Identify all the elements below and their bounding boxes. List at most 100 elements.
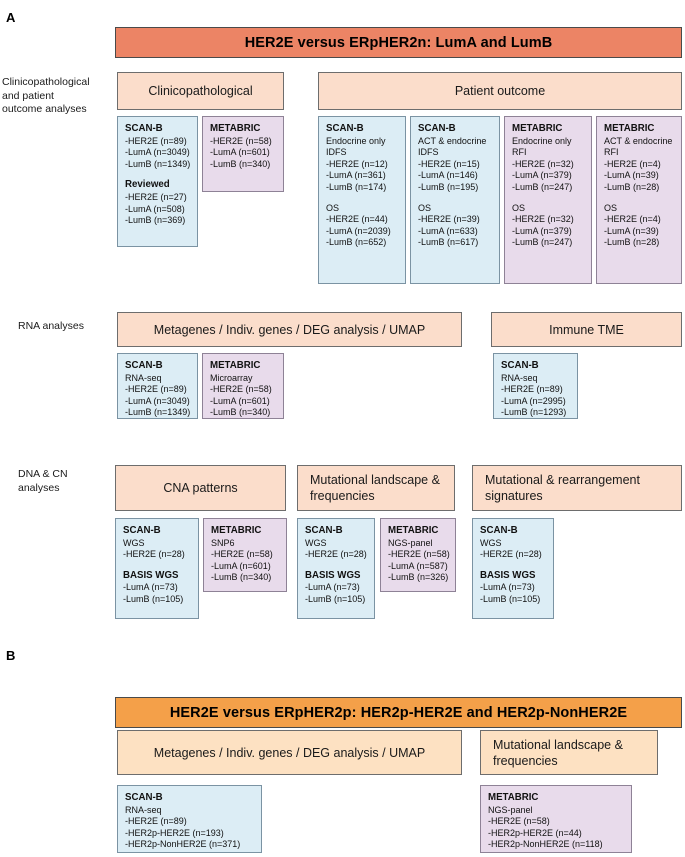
cohort-line: -LumB (n=1349) [125, 407, 191, 418]
cohort-header: SCAN-B [418, 123, 456, 134]
spacer [512, 194, 585, 203]
cohort-header: METABRIC [488, 792, 539, 803]
cohort-line: Microarray [210, 372, 253, 383]
cohort-header: METABRIC [512, 123, 563, 134]
cohort-line: RFI [512, 147, 527, 158]
cohort-box-b-metabric: METABRIC NGS-panel -HER2E (n=58) -HER2p-… [480, 785, 632, 853]
cohort-line: RNA-seq [125, 804, 162, 815]
cohort-line: -LumB (n=105) [123, 593, 184, 604]
cohort-line: -HER2E (n=28) [305, 549, 367, 560]
cohort-box-scanb-mutational: SCAN-B WGS -HER2E (n=28) BASIS WGS -LumA… [297, 518, 375, 619]
category-b-metagenes-deg-umap: Metagenes / Indiv. genes / DEG analysis … [117, 730, 462, 775]
cohort-line: -HER2E (n=58) [210, 135, 272, 146]
cohort-subheader: BASIS WGS [305, 569, 361, 581]
spacer [418, 194, 493, 203]
cohort-line: -LumA (n=3049) [125, 147, 190, 158]
cohort-header: METABRIC [604, 123, 655, 134]
cohort-line: -LumB (n=340) [210, 158, 271, 169]
cohort-line: -LumB (n=247) [512, 181, 573, 192]
cohort-line: -HER2E (n=89) [125, 135, 187, 146]
cohort-box-scanb-immune-tme: SCAN-B RNA-seq -HER2E (n=89) -LumA (n=29… [493, 353, 578, 419]
cohort-line: -LumA (n=508) [125, 203, 185, 214]
cohort-line: -LumB (n=326) [388, 572, 449, 583]
cohort-box-b-scanb: SCAN-B RNA-seq -HER2E (n=89) -HER2p-HER2… [117, 785, 262, 853]
cohort-box-metabric-clinicopathological: METABRIC -HER2E (n=58) -LumA (n=601) -Lu… [202, 116, 284, 192]
cohort-header: SCAN-B [480, 525, 518, 536]
cohort-box-metabric-act-endocrine: METABRIC ACT & endocrine RFI -HER2E (n=4… [596, 116, 682, 284]
cohort-subheader: BASIS WGS [480, 569, 536, 581]
cohort-box-scanb-signatures: SCAN-B WGS -HER2E (n=28) BASIS WGS -LumA… [472, 518, 554, 619]
cohort-line: -LumA (n=3049) [125, 395, 190, 406]
cohort-line: -HER2p-NonHER2E (n=118) [488, 839, 603, 850]
cohort-line: -LumB (n=174) [326, 181, 387, 192]
cohort-line: -LumB (n=28) [604, 181, 660, 192]
category-immune-tme: Immune TME [491, 312, 682, 347]
cohort-box-metabric-cna: METABRIC SNP6 -HER2E (n=58) -LumA (n=601… [203, 518, 287, 592]
row-label-dna-cn-analyses: DNA & CN analyses [18, 468, 68, 494]
cohort-line: NGS-panel [388, 537, 433, 548]
cohort-line: -LumB (n=28) [604, 237, 660, 248]
cohort-line: -LumA (n=601) [211, 560, 271, 571]
cohort-line: -HER2E (n=15) [418, 158, 480, 169]
cohort-line: -LumB (n=1349) [125, 158, 191, 169]
cohort-line: -LumA (n=633) [418, 225, 478, 236]
cohort-line: -HER2E (n=89) [125, 816, 187, 827]
cohort-box-scanb-act-endocrine: SCAN-B ACT & endocrine IDFS -HER2E (n=15… [410, 116, 500, 284]
cohort-subheader: BASIS WGS [123, 569, 179, 581]
cohort-header: SCAN-B [305, 525, 343, 536]
cohort-header: SCAN-B [125, 792, 163, 803]
cohort-line: -LumA (n=73) [305, 582, 360, 593]
cohort-header: METABRIC [210, 360, 261, 371]
panel-b-letter: B [6, 648, 16, 663]
cohort-box-scanb-rna: SCAN-B RNA-seq -HER2E (n=89) -LumA (n=30… [117, 353, 198, 419]
cohort-line: -LumA (n=379) [512, 225, 572, 236]
spacer [125, 170, 191, 179]
cohort-box-scanb-cna: SCAN-B WGS -HER2E (n=28) BASIS WGS -LumA… [115, 518, 199, 619]
cohort-line: -LumA (n=73) [480, 582, 535, 593]
cohort-line: -HER2p-HER2E (n=44) [488, 827, 582, 838]
cohort-header: METABRIC [388, 525, 439, 536]
cohort-line: -LumB (n=195) [418, 181, 479, 192]
category-metagenes-deg-umap: Metagenes / Indiv. genes / DEG analysis … [117, 312, 462, 347]
cohort-line: RNA-seq [125, 372, 162, 383]
cohort-box-metabric-rna: METABRIC Microarray -HER2E (n=58) -LumA … [202, 353, 284, 419]
category-mutational-landscape-frequencies: Mutational landscape & frequencies [297, 465, 455, 511]
cohort-line: -HER2p-NonHER2E (n=371) [125, 839, 241, 850]
cohort-header: SCAN-B [326, 123, 364, 134]
cohort-line: ACT & endocrine [604, 135, 673, 146]
cohort-line: -LumB (n=105) [480, 593, 541, 604]
spacer [480, 561, 547, 570]
cohort-line: -LumB (n=105) [305, 593, 366, 604]
cohort-line: -HER2E (n=58) [210, 384, 272, 395]
cohort-line: -LumA (n=146) [418, 170, 478, 181]
cohort-line: -LumB (n=1293) [501, 407, 567, 418]
cohort-subheader: OS [326, 202, 340, 213]
spacer [305, 561, 368, 570]
cohort-line: -HER2E (n=4) [604, 158, 661, 169]
category-patient-outcome: Patient outcome [318, 72, 682, 110]
row-label-clinicopathological: Clinicopathological and patient outcome … [2, 76, 90, 115]
cohort-box-scanb-clinicopathological: SCAN-B -HER2E (n=89) -LumA (n=3049) -Lum… [117, 116, 198, 247]
cohort-header: SCAN-B [501, 360, 539, 371]
cohort-subheader: OS [604, 202, 618, 213]
cohort-line: -LumA (n=379) [512, 170, 572, 181]
cohort-line: -HER2E (n=89) [125, 384, 187, 395]
cohort-line: -LumA (n=2039) [326, 225, 391, 236]
spacer [326, 194, 399, 203]
cohort-line: -HER2E (n=32) [512, 214, 574, 225]
cohort-line: WGS [123, 537, 145, 548]
cohort-line: -LumA (n=73) [123, 582, 178, 593]
panel-a-title-banner: HER2E versus ERpHER2n: LumA and LumB [115, 27, 682, 58]
cohort-line: NGS-panel [488, 804, 533, 815]
cohort-line: -HER2E (n=32) [512, 158, 574, 169]
cohort-header: METABRIC [210, 123, 261, 134]
cohort-line: IDFS [326, 147, 347, 158]
cohort-line: ACT & endocrine [418, 135, 487, 146]
cohort-line: -LumA (n=601) [210, 147, 270, 158]
cohort-line: WGS [305, 537, 327, 548]
cohort-line: -HER2E (n=4) [604, 214, 661, 225]
spacer [604, 194, 675, 203]
cohort-line: -HER2E (n=44) [326, 214, 388, 225]
cohort-header: SCAN-B [125, 123, 163, 134]
